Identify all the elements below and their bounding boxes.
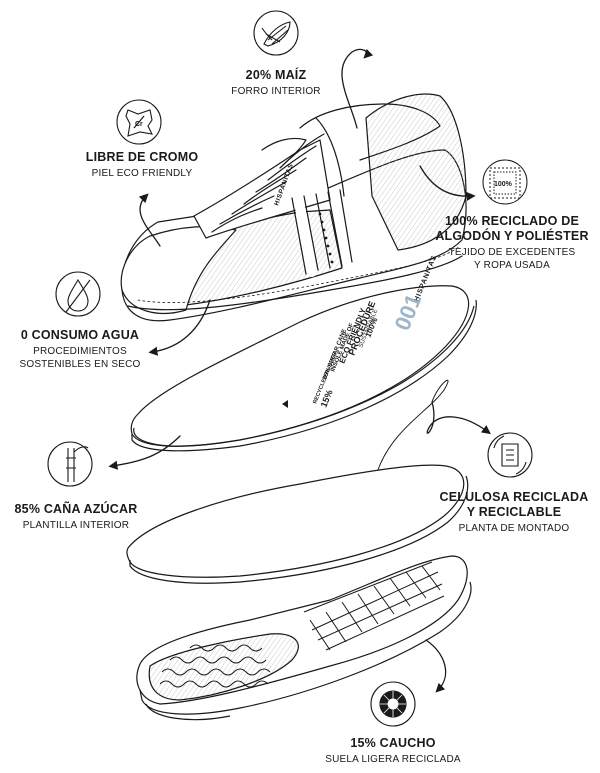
callout-arrows (108, 48, 491, 693)
percent-100-mark: 100% (494, 181, 513, 188)
feature-agua: 0 CONSUMO AGUA PROCEDIMIENTOS SOSTENIBLE… (10, 328, 150, 371)
outsole (136, 555, 472, 721)
feature-caucho-subtitle: SUELA LIGERA RECICLADA (325, 754, 461, 765)
feature-reciclado-subtitle: TEJIDO DE EXCEDENTES Y ROPA USADA (448, 247, 576, 271)
feature-cromo: LIBRE DE CROMO PIEL ECO FRIENDLY (62, 150, 222, 181)
feature-maiz: 20% MAÍZ FORRO INTERIOR (206, 68, 346, 99)
recycled-paper-icon (487, 432, 533, 478)
chrome-symbol: Cr (135, 121, 143, 128)
feature-reciclado-title: 100% RECICLADO DE ALGODÓN Y POLIÉSTER (435, 214, 589, 243)
feature-cana: 85% CAÑA AZÚCAR PLANTILLA INTERIOR (4, 502, 148, 533)
feature-cana-subtitle: PLANTILLA INTERIOR (22, 520, 130, 531)
arrow-caucho (425, 639, 447, 693)
insole (130, 285, 477, 452)
arrow-celulosa (426, 401, 491, 435)
feature-caucho-title: 15% CAUCHO (350, 736, 436, 750)
lasting-board (126, 379, 469, 584)
arrow-reciclado (419, 165, 476, 201)
no-water-drop-icon (55, 271, 101, 317)
feature-agua-title: 0 CONSUMO AGUA (20, 328, 140, 342)
shoe-upper (120, 93, 467, 322)
feature-cana-title: 85% CAÑA AZÚCAR (14, 502, 138, 516)
feature-celulosa: CELULOSA RECICLADA Y RECICLABLE PLANTA D… (432, 490, 596, 536)
tire-icon (370, 681, 416, 727)
feature-maiz-title: 20% MAÍZ (245, 68, 307, 82)
feature-agua-subtitle: PROCEDIMIENTOS SOSTENIBLES EN SECO (19, 346, 141, 370)
arrow-maiz (341, 48, 374, 129)
feature-cromo-subtitle: PIEL ECO FRIENDLY (91, 168, 193, 179)
corn-icon (253, 10, 299, 56)
recycled-fabric-icon: 100% (482, 159, 528, 205)
arrow-agua (148, 299, 211, 356)
feature-cromo-title: LIBRE DE CROMO (85, 150, 199, 164)
recycle-mark-icon (282, 400, 288, 408)
feature-celulosa-subtitle: PLANTA DE MONTADO (458, 523, 570, 534)
feature-celulosa-title: CELULOSA RECICLADA Y RECICLABLE (439, 490, 589, 519)
sugar-cane-icon (47, 441, 93, 487)
leather-hide-icon: Cr (116, 99, 162, 145)
arrow-cromo (138, 193, 161, 247)
feature-caucho: 15% CAUCHO SUELA LIGERA RECICLADA (318, 736, 468, 767)
feature-maiz-subtitle: FORRO INTERIOR (231, 86, 321, 97)
arrow-cana (108, 435, 181, 470)
feature-reciclado: 100% RECICLADO DE ALGODÓN Y POLIÉSTER TE… (430, 214, 594, 272)
